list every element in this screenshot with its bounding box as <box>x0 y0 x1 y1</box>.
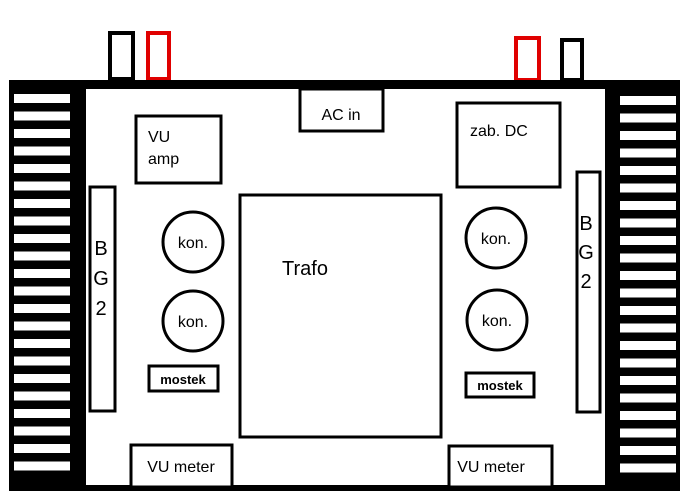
kon-right-bottom-circle <box>465 288 529 352</box>
heatsink-left-fin-gap <box>14 426 70 436</box>
heatsink-right-fin-gap <box>620 166 676 175</box>
heatsink-left <box>14 94 70 471</box>
heatsink-right-fin-gap <box>620 306 676 315</box>
bg2-left-box <box>88 185 117 413</box>
bg2-left-letter-2: G <box>93 268 109 290</box>
mostek-right-box <box>464 371 536 399</box>
heatsink-right-fin-gap <box>620 411 676 420</box>
heatsink-right-fin-gap <box>620 271 676 280</box>
vu-meter-right-box <box>447 444 554 489</box>
heatsink-right-fin-gap <box>620 341 676 350</box>
heatsink-left-fin-gap <box>14 286 70 296</box>
heatsink-right-fin-gap <box>620 183 676 193</box>
heatsink-left-fin-gap <box>14 409 70 418</box>
zab-dc-box <box>455 101 562 189</box>
heatsink-left-fin-gap <box>14 234 70 243</box>
kon-right-top-label: kon. <box>481 231 511 248</box>
kon-right-top-circle <box>464 206 528 270</box>
heatsink-right-fin-gap <box>620 358 676 368</box>
heatsink-left-fin-gap <box>14 164 70 173</box>
mostek-left-label: mostek <box>160 372 206 387</box>
ac-in-box <box>298 87 385 133</box>
heatsink-right-fin-gap <box>620 323 676 333</box>
heatsink-left-fin-gap <box>14 146 70 156</box>
bg2-right-letter-3: 2 <box>580 271 591 293</box>
bg2-left-letter-1: B <box>94 238 107 260</box>
ac-in-label: AC in <box>321 107 360 124</box>
heatsink-right-fin-gap <box>620 201 676 210</box>
heatsink-right-fin-gap <box>620 253 676 263</box>
heatsink-left-fin-gap <box>14 391 70 401</box>
zab-dc-label: zab. DC <box>470 123 528 140</box>
trafo-label: Trafo <box>282 258 328 280</box>
heatsink-left-fin-gap <box>14 444 70 453</box>
vu-meter-right-label: VU meter <box>457 459 525 476</box>
vu-meter-left-box <box>129 443 234 489</box>
bg2-left-letter-3: 2 <box>95 298 106 320</box>
heatsink-left-fin-gap <box>14 199 70 208</box>
vu-amp-label-line1: VU <box>148 129 170 146</box>
connector-red-left <box>146 31 171 81</box>
heatsink-left-fin-gap <box>14 339 70 348</box>
heatsink-right-fin-gap <box>620 376 676 385</box>
kon-left-top-circle <box>161 210 225 274</box>
vu-amp-box <box>134 114 223 185</box>
heatsink-right-fin-gap <box>620 428 676 438</box>
heatsink-left-fin-gap <box>14 374 70 383</box>
heatsink-right-fin-gap <box>620 131 676 140</box>
heatsink-right-fin-gap <box>620 236 676 245</box>
kon-left-top-label: kon. <box>178 235 208 252</box>
trafo-box <box>238 193 443 439</box>
mostek-left-box <box>147 364 220 393</box>
mostek-right-label: mostek <box>477 378 523 393</box>
connector-black-left <box>108 31 135 81</box>
connector-red-right <box>514 36 541 82</box>
vu-meter-left-label: VU meter <box>147 459 215 476</box>
heatsink-left-fin-gap <box>14 304 70 313</box>
heatsink-left-fin-gap <box>14 129 70 138</box>
heatsink-right-fin-gap <box>620 463 676 473</box>
heatsink-right-fin-gap <box>620 446 676 455</box>
heatsink-right-fin-gap <box>620 218 676 228</box>
heatsink-right-fin-gap <box>620 288 676 298</box>
heatsink-right-fin-gap <box>620 148 676 158</box>
connector-black-right <box>560 38 584 82</box>
bg2-right-letter-2: G <box>578 242 594 264</box>
heatsink-left-fin-gap <box>14 356 70 366</box>
kon-right-bottom-label: kon. <box>482 313 512 330</box>
bg2-right-box <box>575 170 602 414</box>
kon-left-bottom-circle <box>161 289 225 353</box>
heatsink-right-fin-gap <box>620 113 676 123</box>
vu-amp-label-line2: amp <box>148 151 179 168</box>
heatsink-left-fin-gap <box>14 321 70 331</box>
heatsink-right-fin-gap <box>620 96 676 105</box>
heatsink-left-fin-gap <box>14 461 70 471</box>
bg2-right-letter-1: B <box>579 213 592 235</box>
heatsink-left-fin-gap <box>14 251 70 261</box>
heatsink-left-fin-gap <box>14 94 70 103</box>
heatsink-right-fin-gap <box>620 393 676 403</box>
kon-left-bottom-label: kon. <box>178 314 208 331</box>
heatsink-left-fin-gap <box>14 181 70 191</box>
heatsink-left-fin-gap <box>14 216 70 226</box>
heatsink-left-fin-gap <box>14 111 70 121</box>
heatsink-left-fin-gap <box>14 269 70 278</box>
heatsink-right <box>620 96 676 473</box>
